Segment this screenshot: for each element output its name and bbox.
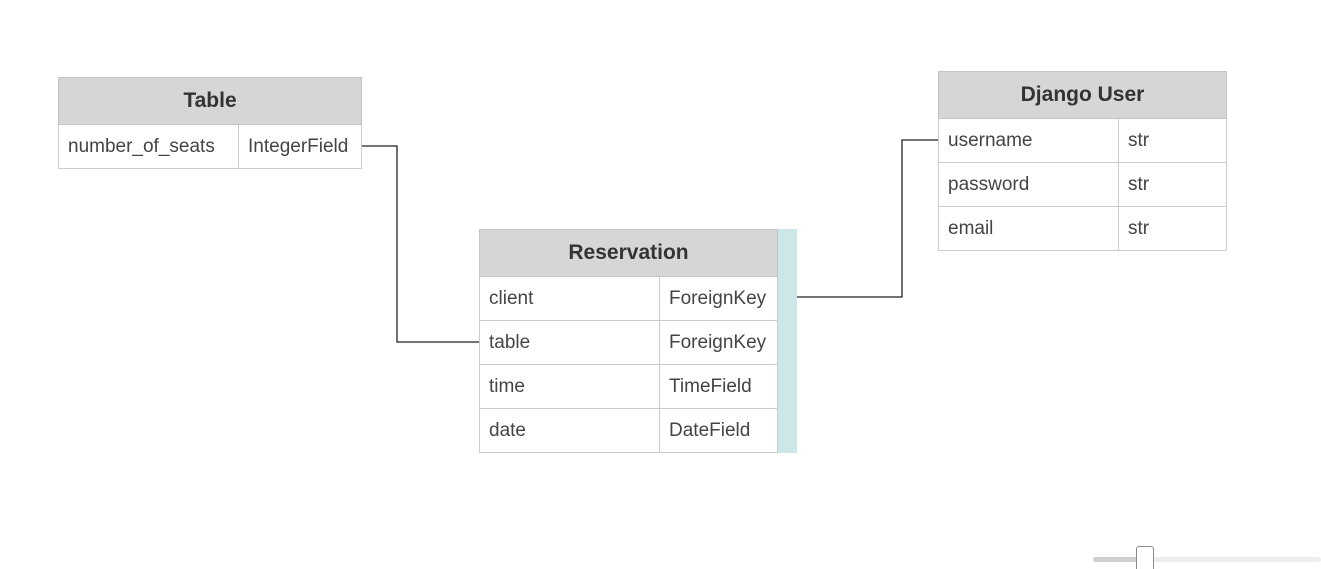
entity-title: Table xyxy=(58,77,362,125)
zoom-slider-thumb[interactable] xyxy=(1136,546,1155,569)
field-name: number_of_seats xyxy=(58,124,239,169)
entity-title: Django User xyxy=(938,71,1227,119)
selection-highlight xyxy=(777,408,797,453)
field-type: ForeignKey xyxy=(659,276,778,321)
zoom-slider-track[interactable] xyxy=(1093,557,1321,562)
table-row[interactable]: email str xyxy=(938,206,1227,251)
field-type: DateField xyxy=(659,408,778,453)
table-row[interactable]: username str xyxy=(938,118,1227,163)
field-name: email xyxy=(938,206,1119,251)
entity-django-user[interactable]: Django User username str password str em… xyxy=(938,71,1227,251)
relation-line-reservation-table xyxy=(361,145,479,343)
table-row[interactable]: client ForeignKey xyxy=(479,276,797,321)
selection-highlight xyxy=(777,229,797,277)
table-row[interactable]: number_of_seats IntegerField xyxy=(58,124,362,169)
field-type: IntegerField xyxy=(238,124,362,169)
relation-line-reservation-user xyxy=(796,139,938,298)
table-row[interactable]: time TimeField xyxy=(479,364,797,409)
field-type: str xyxy=(1118,206,1227,251)
entity-title: Reservation xyxy=(479,229,778,277)
field-type: str xyxy=(1118,162,1227,207)
field-name: table xyxy=(479,320,660,365)
table-row[interactable]: password str xyxy=(938,162,1227,207)
zoom-slider-fill xyxy=(1093,557,1146,562)
field-name: date xyxy=(479,408,660,453)
selection-highlight xyxy=(777,320,797,365)
field-type: TimeField xyxy=(659,364,778,409)
field-name: time xyxy=(479,364,660,409)
selection-highlight xyxy=(777,276,797,321)
entity-reservation[interactable]: Reservation client ForeignKey table Fore… xyxy=(479,229,797,453)
zoom-slider[interactable] xyxy=(1093,543,1321,569)
field-name: password xyxy=(938,162,1119,207)
selection-highlight xyxy=(777,364,797,409)
field-name: client xyxy=(479,276,660,321)
table-row[interactable]: table ForeignKey xyxy=(479,320,797,365)
field-type: str xyxy=(1118,118,1227,163)
field-name: username xyxy=(938,118,1119,163)
table-row[interactable]: date DateField xyxy=(479,408,797,453)
entity-table[interactable]: Table number_of_seats IntegerField xyxy=(58,77,362,169)
field-type: ForeignKey xyxy=(659,320,778,365)
